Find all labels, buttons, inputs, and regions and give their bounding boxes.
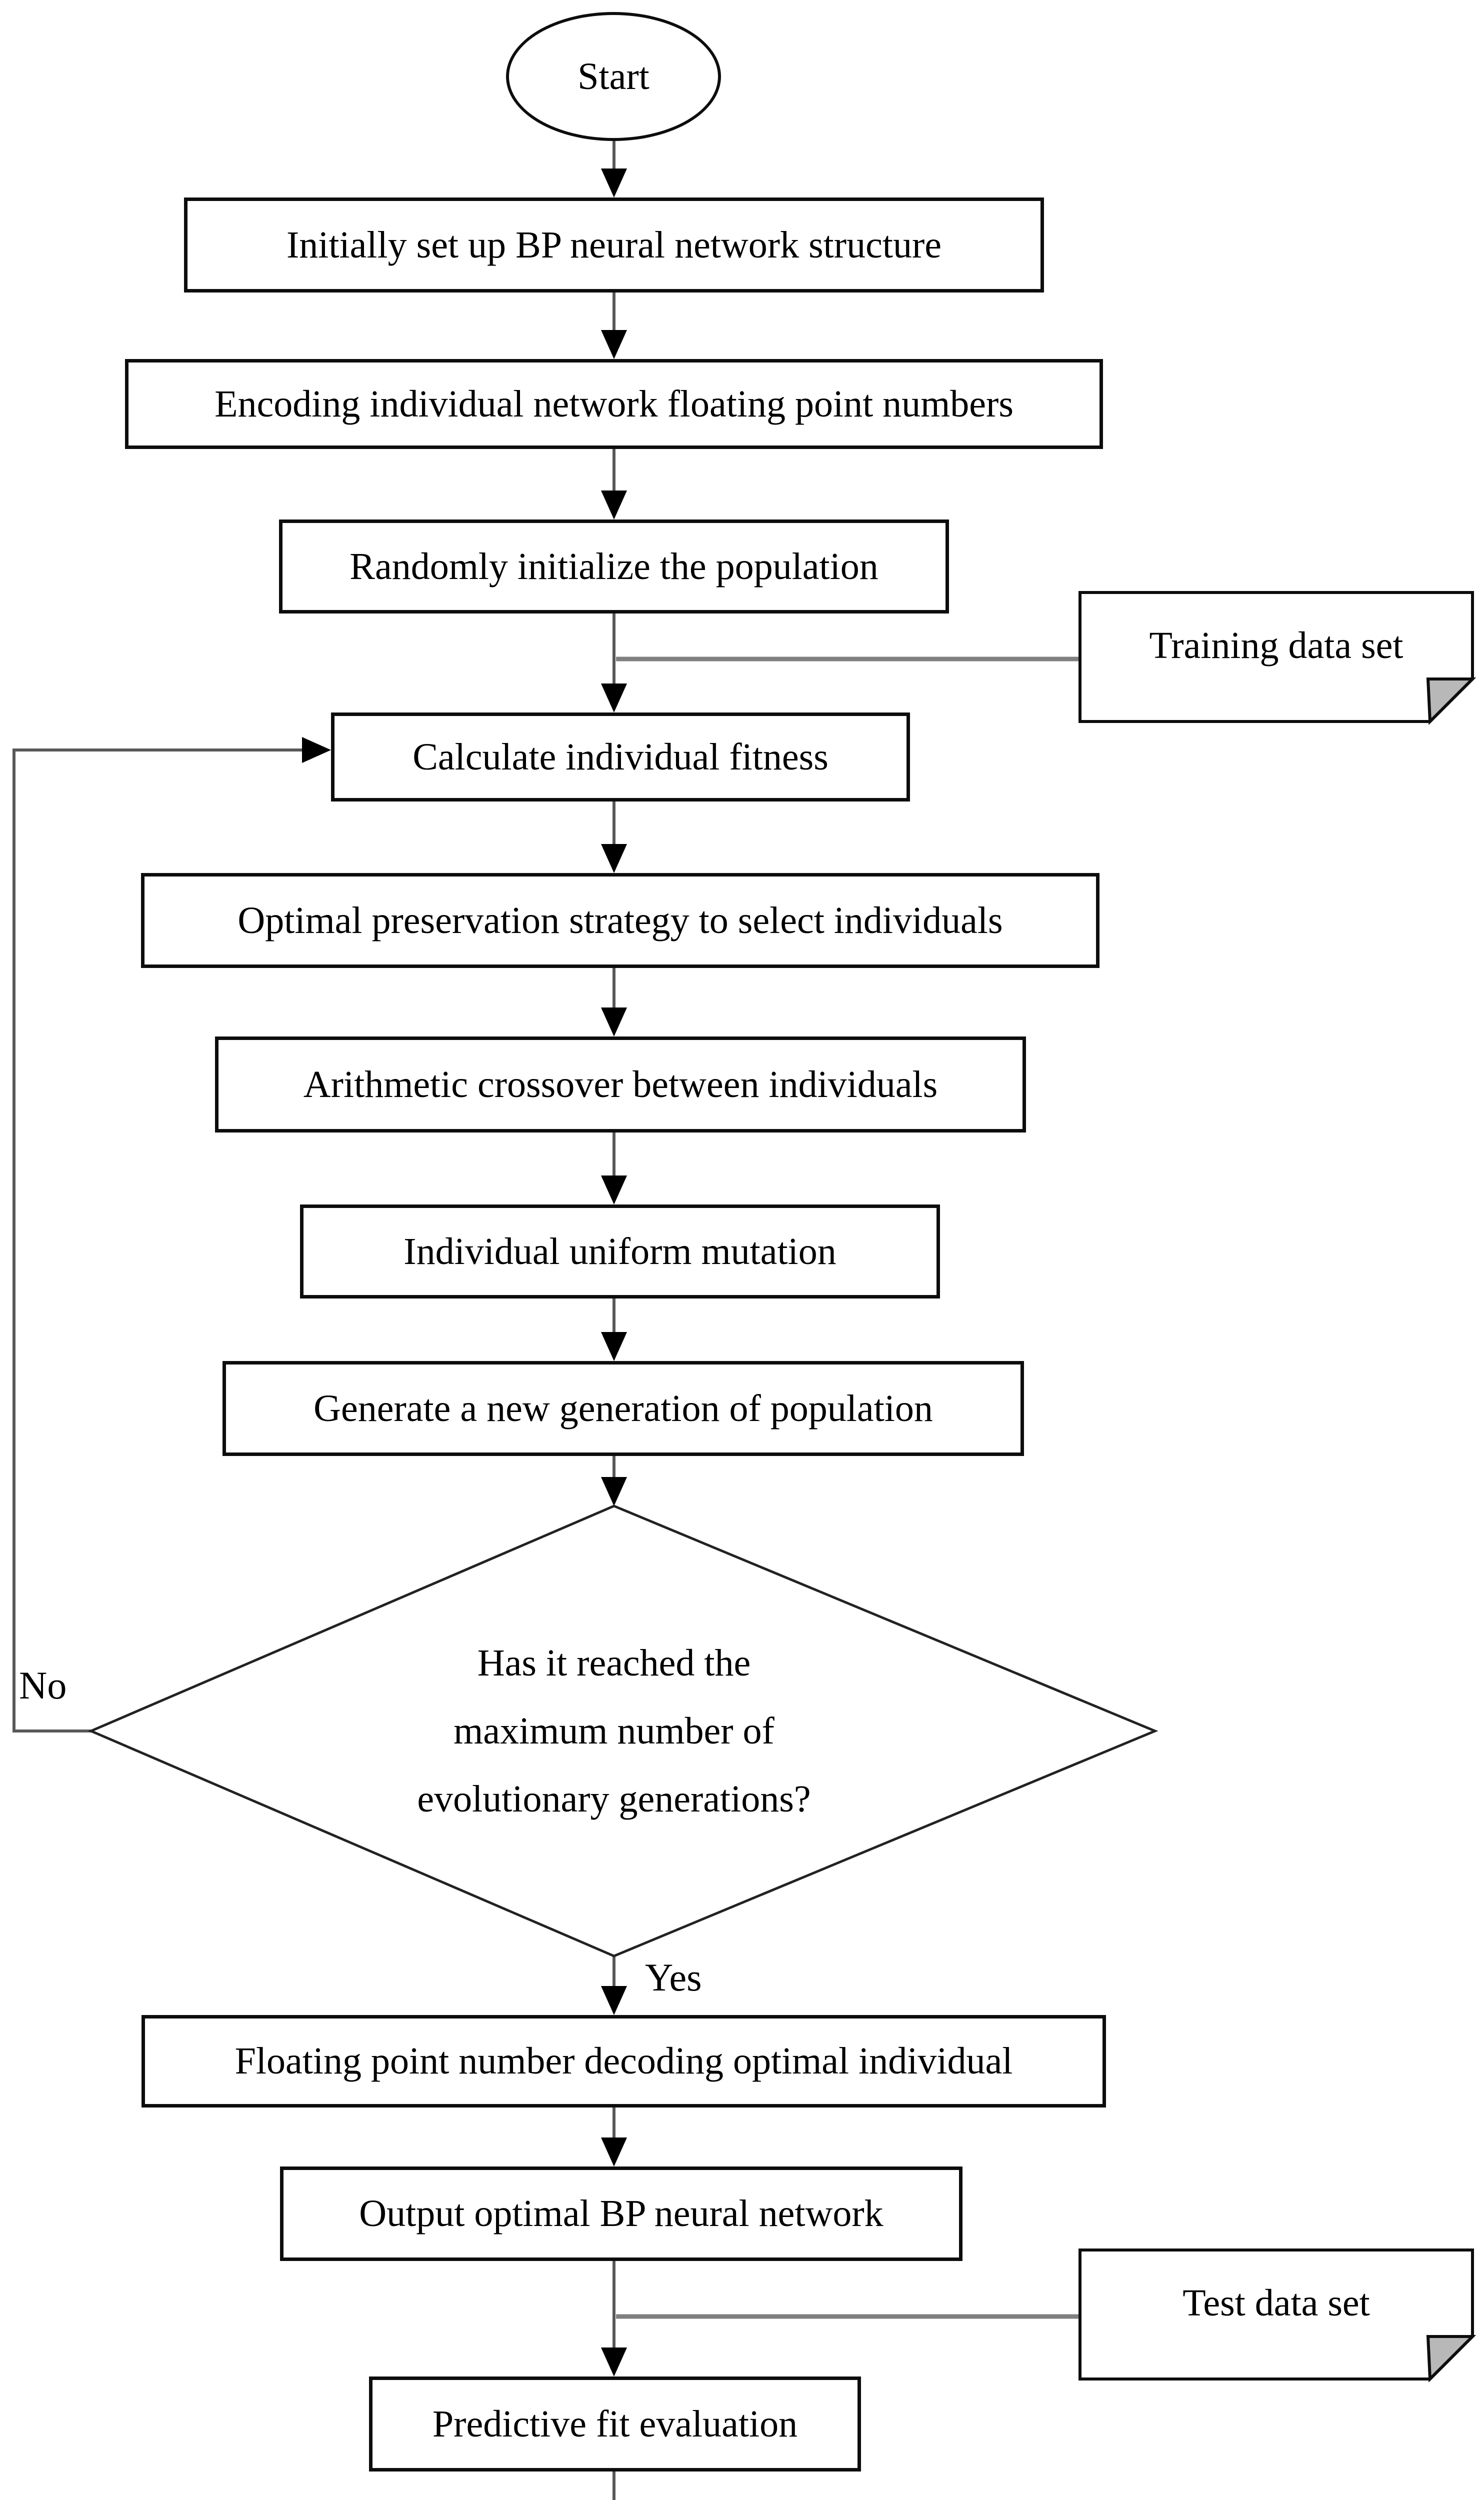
node-optimal-preservation: Optimal preservation strategy to select … (141, 873, 1100, 968)
node-arithmetic-crossover: Arithmetic crossover between individuals (215, 1036, 1026, 1132)
node-random-initialize: Randomly initialize the population (279, 520, 949, 614)
arrowhead (601, 490, 627, 520)
node-decode-optimal-individual: Floating point number decoding optimal i… (142, 2015, 1106, 2108)
training-data-note-shape (1078, 591, 1476, 725)
training-data-note-label: Training data set (1149, 624, 1404, 666)
edge-label-no: No (19, 1664, 67, 1707)
test-data-note-shape (1078, 2248, 1476, 2382)
arrowhead (601, 1332, 627, 1361)
node-encoding-individuals: Encoding individual network floating poi… (125, 359, 1103, 449)
node-decision-label: Has it reached the maximum number of evo… (264, 1629, 964, 1833)
arrowhead (601, 2348, 627, 2376)
node-output-bp-network: Output optimal BP neural network (280, 2166, 962, 2261)
node-calculate-fitness: Calculate individual fitness (331, 712, 910, 802)
node-uniform-mutation: Individual uniform mutation (300, 1204, 940, 1298)
folded-corner-icon (1426, 2335, 1476, 2382)
arrowhead (601, 2138, 627, 2166)
test-data-note-label: Test data set (1182, 2282, 1370, 2324)
arrowhead (601, 1008, 627, 1036)
arrowhead (601, 844, 627, 873)
node-predictive-evaluation: Predictive fit evaluation (369, 2376, 861, 2472)
arrowhead (601, 168, 627, 198)
edge-label-yes: Yes (645, 1956, 702, 1999)
arrowhead (601, 684, 627, 712)
arrowhead-no-loop (302, 737, 331, 763)
folded-corner-icon (1426, 678, 1476, 725)
flow-no-loop (12, 748, 302, 1732)
decision-line-1: Has it reached the (477, 1642, 751, 1684)
node-new-generation: Generate a new generation of population (222, 1361, 1024, 1456)
arrowhead (601, 1477, 627, 1506)
decision-line-3: evolutionary generations? (417, 1778, 811, 1820)
node-setup-bp-network: Initially set up BP neural network struc… (184, 198, 1044, 292)
decision-diamond-shape (88, 1504, 1158, 1958)
decision-line-2: maximum number of (454, 1710, 774, 1752)
arrowhead (601, 330, 627, 359)
node-start: Start (506, 12, 721, 141)
arrowhead (601, 1176, 627, 1204)
arrowhead (601, 1986, 627, 2015)
